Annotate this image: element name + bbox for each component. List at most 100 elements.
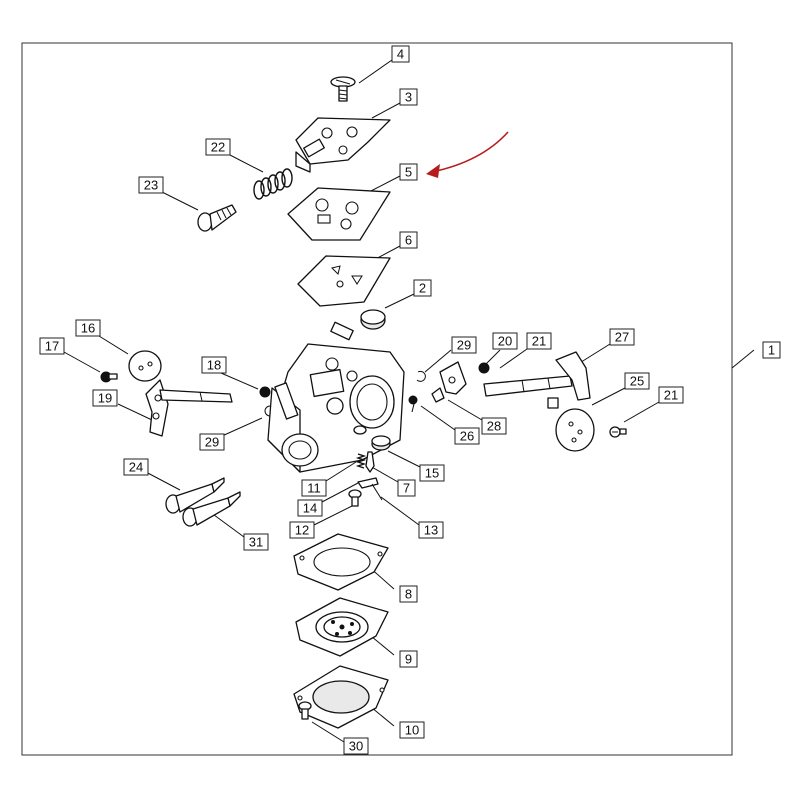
svg-text:22: 22	[211, 140, 225, 155]
svg-text:13: 13	[424, 523, 438, 538]
part-13-pin	[371, 483, 383, 501]
callout-5: 5	[399, 163, 418, 181]
part-11-spring	[355, 453, 367, 469]
callout-6: 6	[399, 231, 418, 249]
callout-29-left: 29	[199, 433, 225, 451]
part-30-screw	[298, 701, 312, 720]
part-19-choke-shaft	[145, 379, 233, 437]
part-25-disc	[555, 408, 595, 452]
part-20-screw	[478, 362, 490, 374]
callout-15: 15	[419, 464, 445, 482]
callout-24: 24	[123, 458, 149, 476]
part-24-adjust-needle	[165, 477, 225, 514]
svg-text:19: 19	[98, 391, 112, 406]
callout-17: 17	[39, 337, 65, 355]
callout-13: 13	[418, 521, 444, 539]
svg-text:7: 7	[403, 481, 410, 496]
callout-21-right: 21	[658, 386, 684, 404]
part-23-screw	[197, 204, 237, 232]
svg-text:30: 30	[349, 739, 363, 754]
svg-text:17: 17	[45, 339, 59, 354]
part-2-plug	[360, 309, 386, 330]
callout-7: 7	[397, 479, 416, 497]
callout-labels: 4 3 5 6 2 22 23 16 17 19 18 29 29 20 21 …	[39, 45, 781, 755]
part-21-screw	[609, 426, 627, 438]
svg-text:16: 16	[81, 321, 95, 336]
svg-text:21: 21	[532, 334, 546, 349]
svg-text:27: 27	[615, 330, 629, 345]
highlight-arrow	[426, 131, 509, 178]
part-15-plug	[371, 435, 391, 451]
callout-2: 2	[413, 279, 432, 297]
part-3-cover	[295, 117, 391, 173]
carburetor-body	[267, 321, 405, 473]
part-18-spring	[259, 386, 271, 398]
svg-text:25: 25	[630, 374, 644, 389]
svg-text:29: 29	[205, 435, 219, 450]
callout-28: 28	[481, 417, 507, 435]
part-14-lever	[357, 477, 379, 489]
callout-8: 8	[399, 585, 418, 603]
callout-11: 11	[301, 479, 327, 497]
svg-text:24: 24	[129, 460, 143, 475]
svg-text:26: 26	[460, 429, 474, 444]
diagram-frame	[21, 42, 733, 756]
callout-1: 1	[762, 341, 781, 359]
part-29-clip-left	[264, 405, 271, 417]
svg-text:21: 21	[664, 388, 678, 403]
callout-31: 31	[243, 533, 269, 551]
callout-19: 19	[92, 389, 118, 407]
svg-text:8: 8	[405, 587, 412, 602]
svg-text:31: 31	[249, 535, 263, 550]
part-29-clip-right	[416, 370, 426, 382]
svg-text:5: 5	[405, 165, 412, 180]
part-8-gasket	[293, 533, 389, 591]
leader-lines	[63, 59, 755, 743]
callout-26: 26	[454, 427, 480, 445]
callout-29-right: 29	[451, 336, 477, 354]
svg-text:29: 29	[457, 338, 471, 353]
callout-27: 27	[609, 328, 635, 346]
part-22-spring	[253, 168, 293, 200]
part-10-cover	[293, 665, 389, 729]
svg-text:15: 15	[425, 466, 439, 481]
svg-text:3: 3	[405, 90, 412, 105]
svg-text:20: 20	[498, 334, 512, 349]
svg-text:23: 23	[144, 178, 158, 193]
callout-16: 16	[75, 319, 101, 337]
svg-text:12: 12	[295, 523, 309, 538]
part-12-screw	[348, 489, 362, 507]
part-27-throttle-shaft	[483, 351, 591, 409]
part-5-gasket	[287, 187, 391, 241]
callout-20: 20	[492, 332, 518, 350]
part-28-lever	[431, 361, 467, 403]
svg-text:14: 14	[303, 501, 317, 516]
part-31-adjust-needle	[182, 491, 241, 527]
callout-18: 18	[201, 356, 227, 374]
svg-text:28: 28	[487, 419, 501, 434]
svg-text:18: 18	[207, 358, 221, 373]
svg-text:2: 2	[419, 281, 426, 296]
part-26-spring	[408, 395, 418, 413]
part-7-needle	[365, 451, 375, 473]
svg-text:6: 6	[405, 233, 412, 248]
callout-12: 12	[289, 521, 315, 539]
part-17-screw	[100, 371, 118, 383]
svg-text:10: 10	[405, 723, 419, 738]
part-16-disc	[128, 350, 162, 382]
svg-text:9: 9	[405, 652, 412, 667]
callout-3: 3	[399, 88, 418, 106]
callout-21-top: 21	[526, 332, 552, 350]
callout-4: 4	[391, 45, 410, 63]
callout-25: 25	[624, 372, 650, 390]
callout-22: 22	[205, 138, 231, 156]
part-6-diaphragm	[297, 255, 391, 307]
callout-10: 10	[399, 721, 425, 739]
svg-text:4: 4	[397, 47, 404, 62]
part-9-diaphragm	[295, 597, 389, 657]
part-4-screw	[330, 76, 356, 102]
svg-text:11: 11	[307, 481, 321, 496]
svg-text:1: 1	[768, 343, 775, 358]
callout-9: 9	[399, 650, 418, 668]
